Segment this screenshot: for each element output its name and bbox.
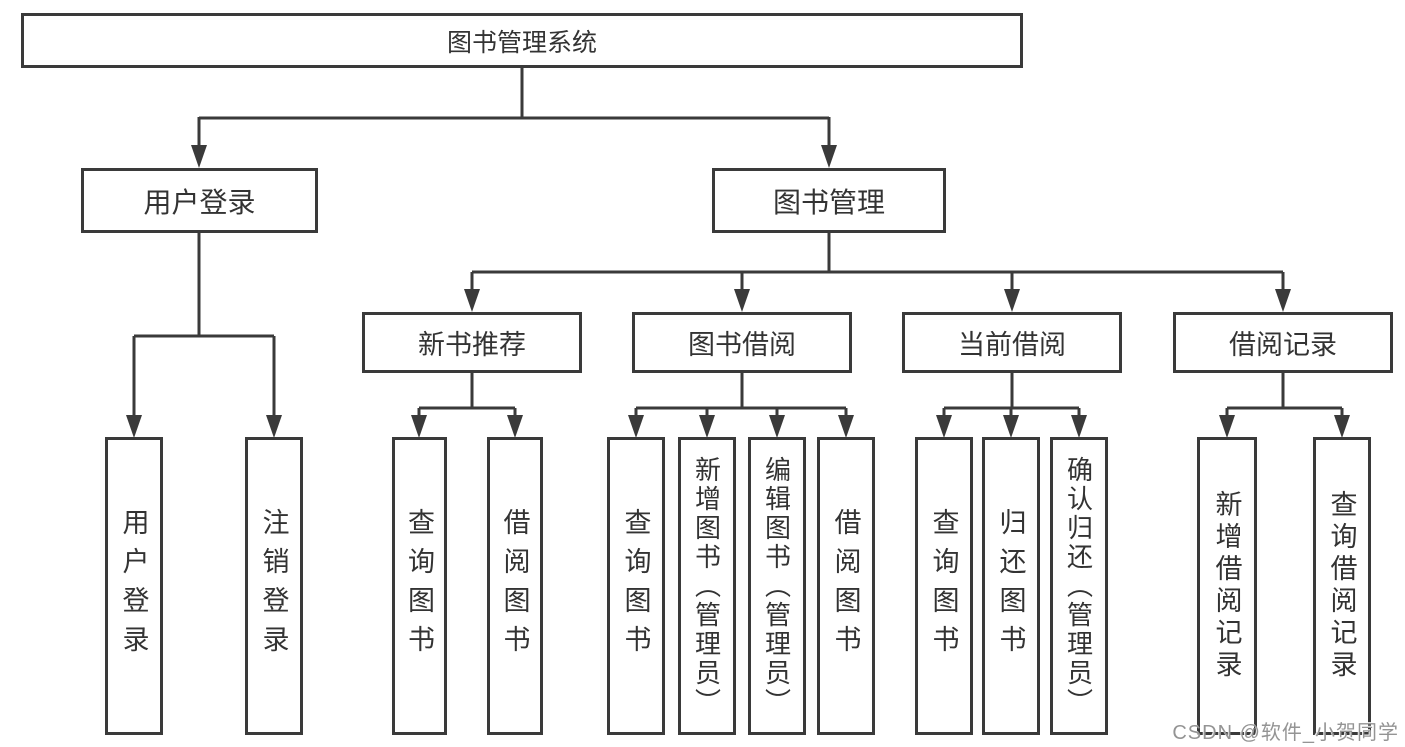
leaf-query-books-3-label: 查询图书	[928, 508, 959, 664]
connector-user-login-branch	[132, 232, 276, 417]
node-book-borrow: 图书借阅	[632, 312, 852, 373]
leaf-add-book-admin-label: 新增图书（管理员）	[691, 455, 722, 717]
leaf-confirm-return-admin-label: 确认归还（管理员）	[1063, 455, 1094, 717]
leaf-add-book-admin: 新增图书（管理员）	[678, 437, 736, 735]
leaf-add-borrow-record: 新增借阅记录	[1197, 437, 1257, 735]
leaf-borrow-books-1: 借阅图书	[487, 437, 543, 735]
leaf-query-borrow-record: 查询借阅记录	[1313, 437, 1371, 735]
leaf-query-books-1: 查询图书	[392, 437, 447, 735]
leaf-query-books-3: 查询图书	[915, 437, 973, 735]
node-book-management: 图书管理	[712, 168, 946, 233]
connector-root-split	[197, 68, 831, 147]
leaf-query-books-2-label: 查询图书	[620, 508, 651, 664]
connector-book-management-branch	[470, 232, 1285, 291]
node-book-management-label: 图书管理	[772, 186, 885, 218]
leaf-query-borrow-record-label: 查询借阅记录	[1326, 490, 1357, 682]
node-user-login: 用户登录	[81, 168, 318, 233]
leaf-logout-label: 注销登录	[258, 508, 289, 664]
node-root: 图书管理系统	[21, 13, 1023, 68]
connector-new-book-branch	[417, 373, 517, 417]
leaf-borrow-books-2: 借阅图书	[817, 437, 875, 735]
leaf-return-book: 归还图书	[982, 437, 1040, 735]
node-borrow-records: 借阅记录	[1173, 312, 1393, 373]
leaf-query-books-1-label: 查询图书	[404, 508, 434, 664]
node-new-book-recommend: 新书推荐	[362, 312, 582, 373]
node-root-label: 图书管理系统	[446, 28, 597, 57]
arrowheads-leaves	[126, 415, 1350, 438]
leaf-return-book-label: 归还图书	[995, 508, 1026, 664]
leaf-logout: 注销登录	[245, 437, 303, 735]
leaf-borrow-books-2-label: 借阅图书	[830, 508, 861, 664]
node-new-book-recommend-label: 新书推荐	[418, 330, 526, 360]
arrowheads-level3	[464, 289, 1291, 312]
node-current-borrow-label: 当前借阅	[958, 330, 1066, 360]
watermark: CSDN @软件_小贺同学	[1172, 722, 1399, 744]
node-borrow-records-label: 借阅记录	[1229, 330, 1337, 360]
leaf-user-login: 用户登录	[105, 437, 163, 735]
leaf-user-login-label: 用户登录	[118, 508, 149, 664]
leaf-add-borrow-record-label: 新增借阅记录	[1211, 490, 1242, 682]
leaf-confirm-return-admin: 确认归还（管理员）	[1050, 437, 1108, 735]
leaf-edit-book-admin-label: 编辑图书（管理员）	[761, 455, 792, 717]
leaf-borrow-books-1-label: 借阅图书	[499, 508, 530, 664]
arrowheads-level2	[191, 145, 837, 168]
leaf-query-books-2: 查询图书	[607, 437, 665, 735]
node-user-login-label: 用户登录	[143, 186, 256, 218]
leaf-edit-book-admin: 编辑图书（管理员）	[748, 437, 806, 735]
node-current-borrow: 当前借阅	[902, 312, 1122, 373]
connector-current-borrow-branch	[942, 373, 1081, 417]
node-book-borrow-label: 图书借阅	[688, 330, 796, 360]
connector-book-borrow-branch	[634, 373, 848, 417]
connector-borrow-records-branch	[1225, 373, 1344, 417]
